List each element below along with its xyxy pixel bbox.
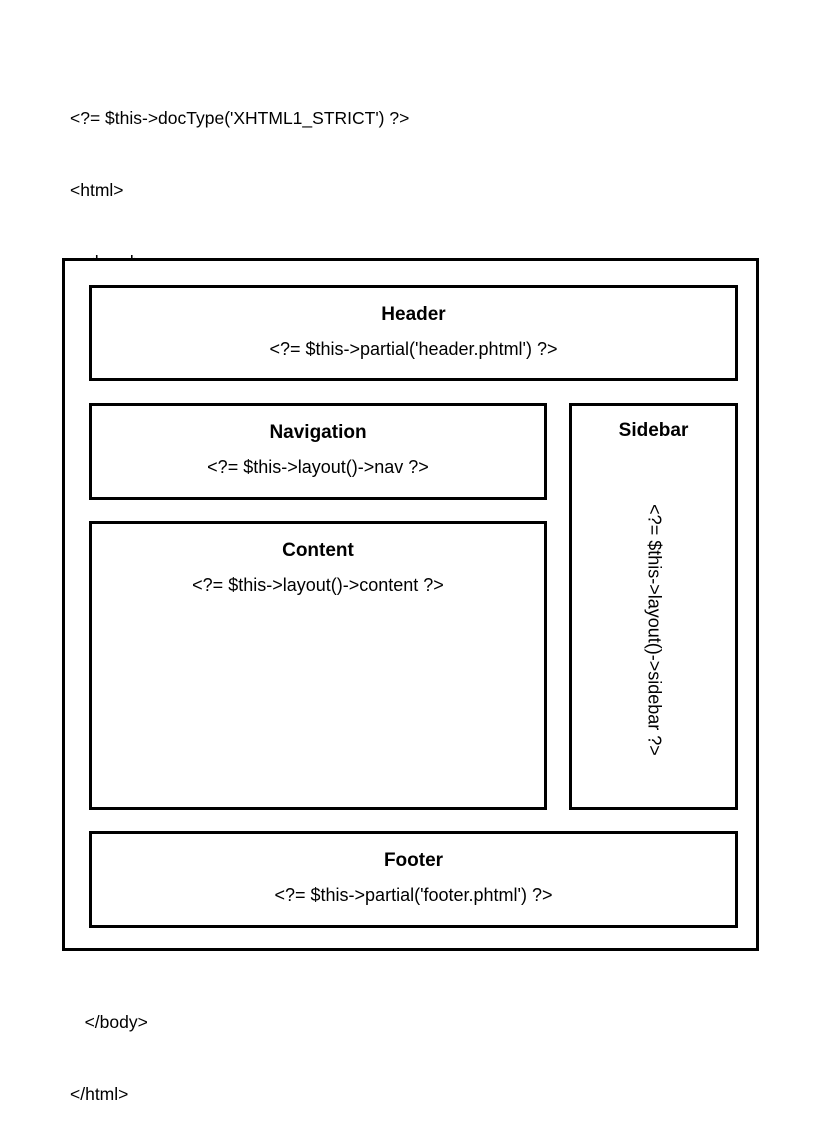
region-header-code: <?= $this->partial('header.phtml') ?> — [269, 339, 558, 359]
region-content: Content <?= $this->layout()->content ?> — [89, 521, 547, 810]
region-footer-code: <?= $this->partial('footer.phtml') ?> — [274, 885, 553, 905]
region-navigation: Navigation <?= $this->layout()->nav ?> — [89, 403, 547, 500]
code-line-html-close: </html> — [70, 1084, 129, 1104]
code-line-doctype: <?= $this->docType('XHTML1_STRICT') ?> — [70, 108, 410, 128]
region-navigation-code: <?= $this->layout()->nav ?> — [207, 457, 429, 477]
code-line-html-open: <html> — [70, 180, 124, 200]
region-sidebar-title: Sidebar — [618, 420, 689, 441]
region-sidebar-code-wrap: <?= $this->layout()->sidebar ?> — [572, 454, 735, 806]
layout-frame: Header <?= $this->partial('header.phtml'… — [62, 258, 759, 951]
region-footer-title: Footer — [383, 850, 444, 871]
region-header: Header <?= $this->partial('header.phtml'… — [89, 285, 738, 381]
region-content-title: Content — [282, 540, 354, 561]
region-footer: Footer <?= $this->partial('footer.phtml'… — [89, 831, 738, 928]
region-content-code: <?= $this->layout()->content ?> — [192, 575, 444, 595]
region-header-title: Header — [381, 304, 446, 325]
region-navigation-title: Navigation — [269, 422, 367, 443]
region-sidebar: Sidebar <?= $this->layout()->sidebar ?> — [569, 403, 738, 810]
code-block-bottom: </body> </html> — [70, 962, 148, 1130]
code-line-body-close: </body> — [70, 1012, 148, 1032]
region-sidebar-code: <?= $this->layout()->sidebar ?> — [644, 504, 664, 756]
